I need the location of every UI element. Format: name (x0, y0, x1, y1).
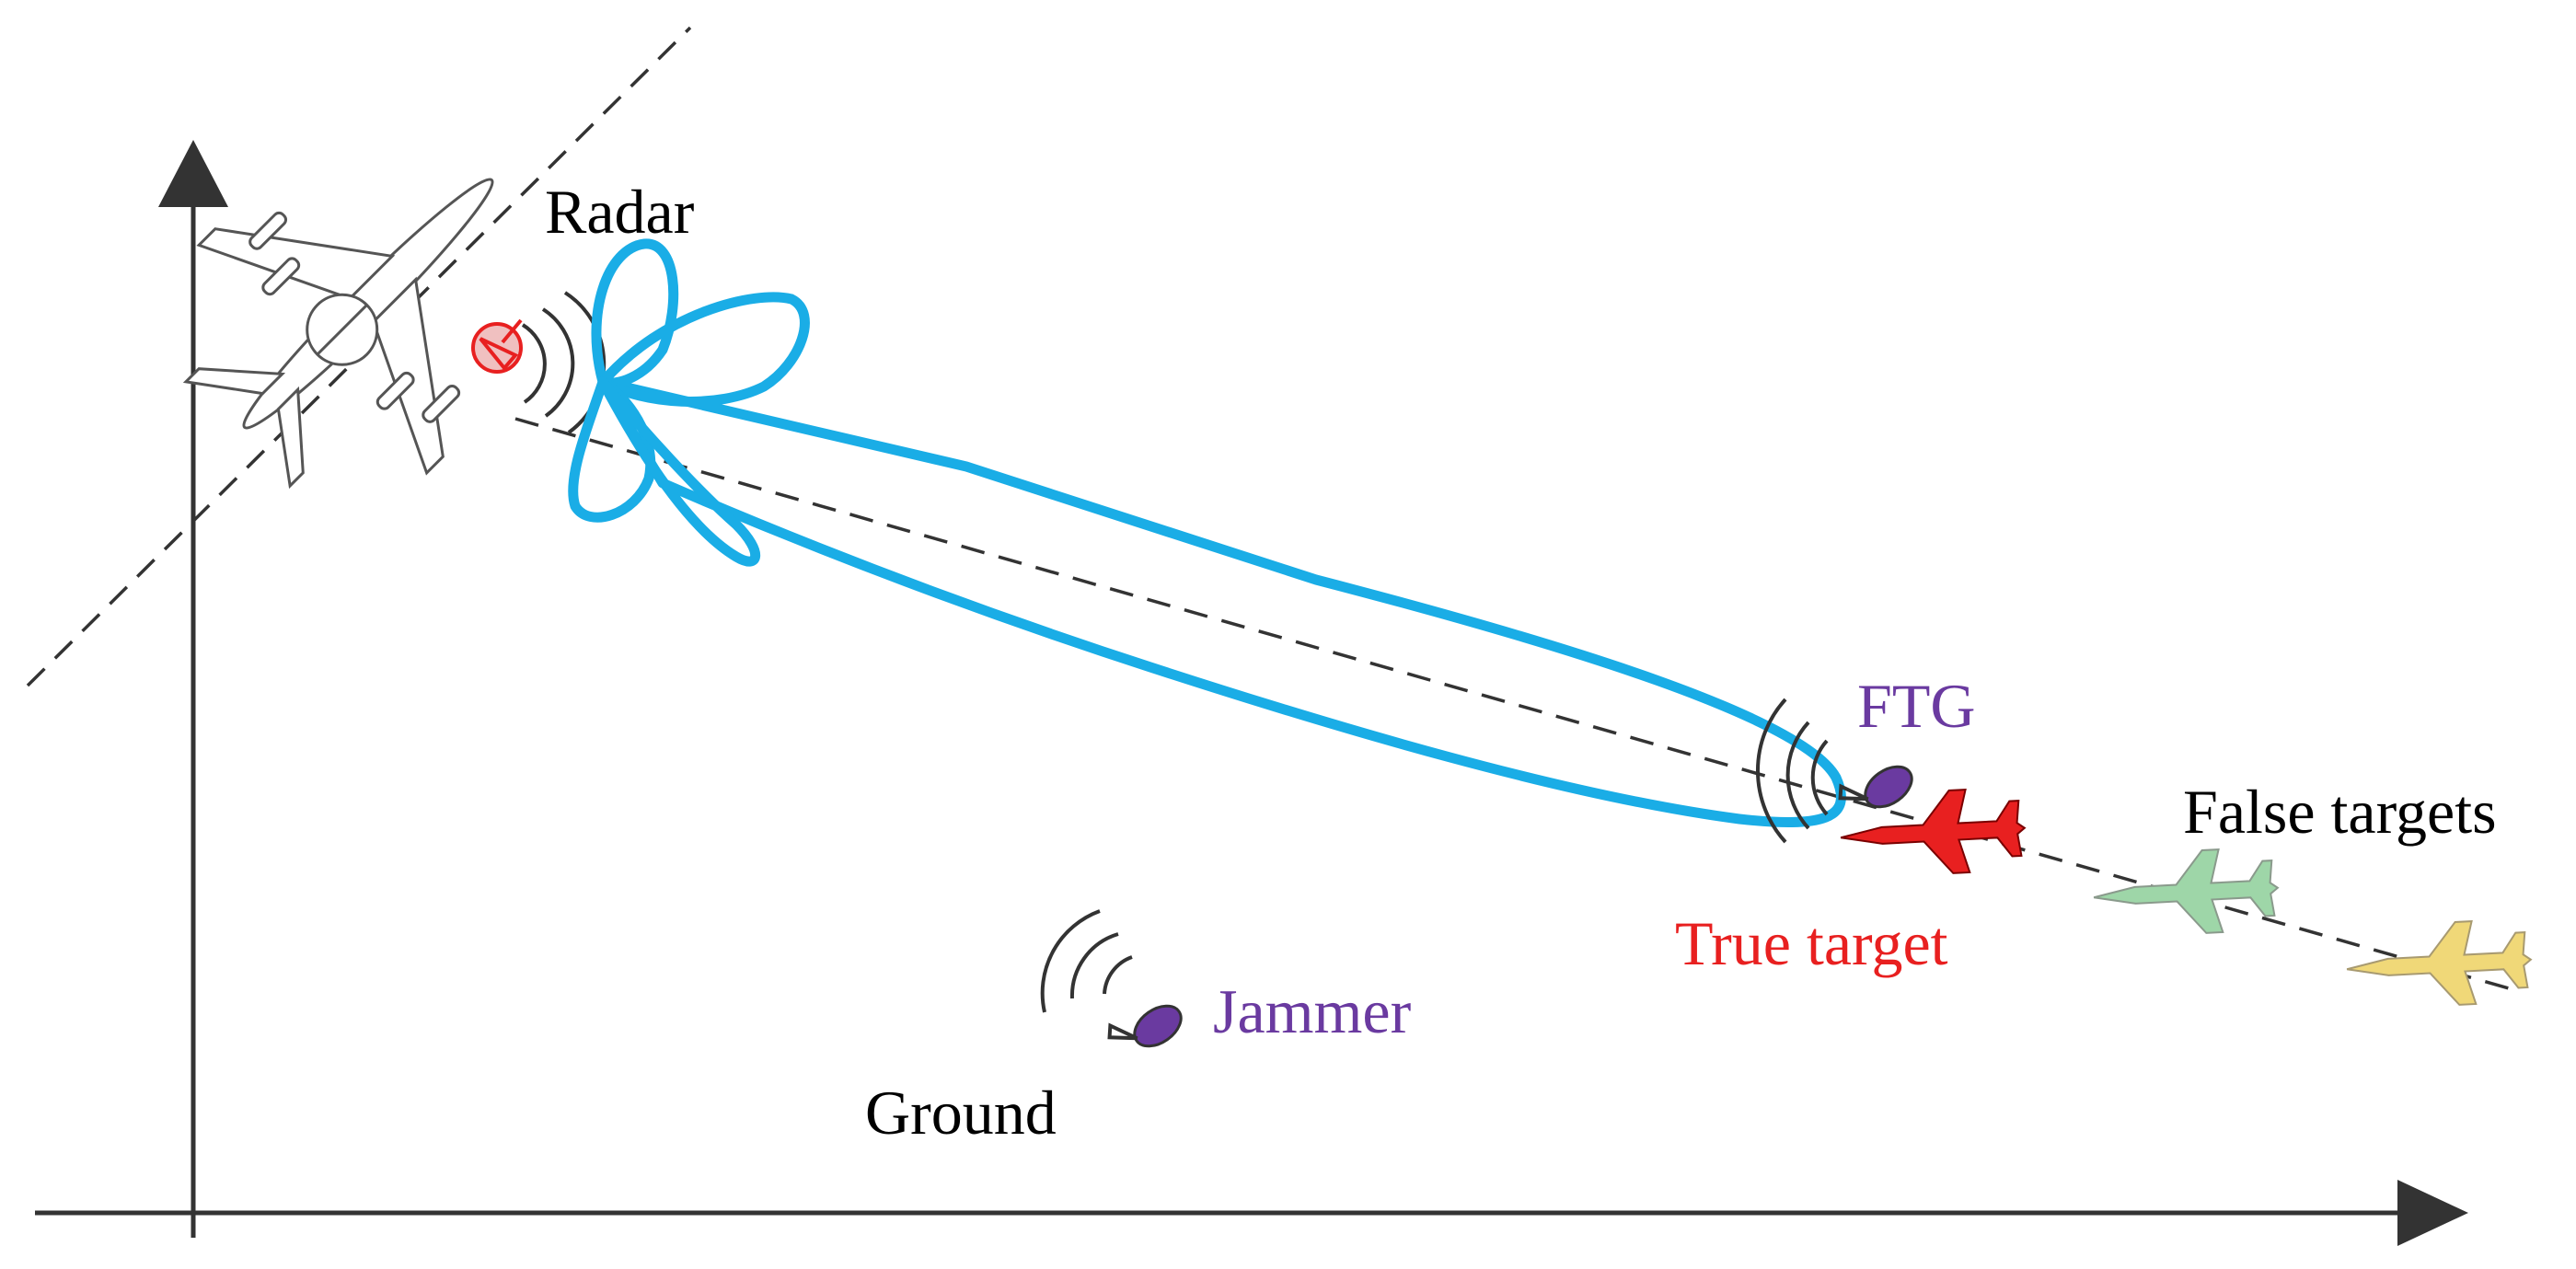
ftg-label: FTG (1857, 671, 1975, 741)
upper-side-lobe-1 (591, 238, 679, 388)
ftg-emission-waves (1755, 698, 1829, 844)
false-target-fighter-icon (2343, 917, 2535, 1012)
jammer-dish-icon (1107, 1004, 1183, 1048)
ftg-dish-icon (1838, 765, 1913, 809)
true-target-label: True target (1675, 908, 1948, 978)
line-of-sight-dashed-line (514, 417, 2523, 994)
axes (35, 140, 2468, 1246)
jammer-label: Jammer (1213, 976, 1412, 1046)
false-targets-label: False targets (2183, 777, 2497, 847)
awacs-aircraft-icon (182, 178, 494, 490)
x-axis-arrowhead (2397, 1180, 2468, 1246)
radar-emission-waves (521, 291, 606, 434)
lower-side-lobe-2 (597, 376, 761, 567)
antenna-beam-pattern (568, 238, 1846, 828)
false-target-fighter-icon (2090, 845, 2281, 940)
radar-dish-icon (471, 318, 523, 374)
radar-label: Radar (545, 177, 695, 247)
ground-label: Ground (865, 1078, 1057, 1148)
main-lobe (597, 376, 1846, 828)
upper-side-lobe-2 (597, 292, 810, 407)
jammer-emission-waves (1040, 909, 1133, 1013)
y-axis-arrowhead (158, 140, 228, 207)
